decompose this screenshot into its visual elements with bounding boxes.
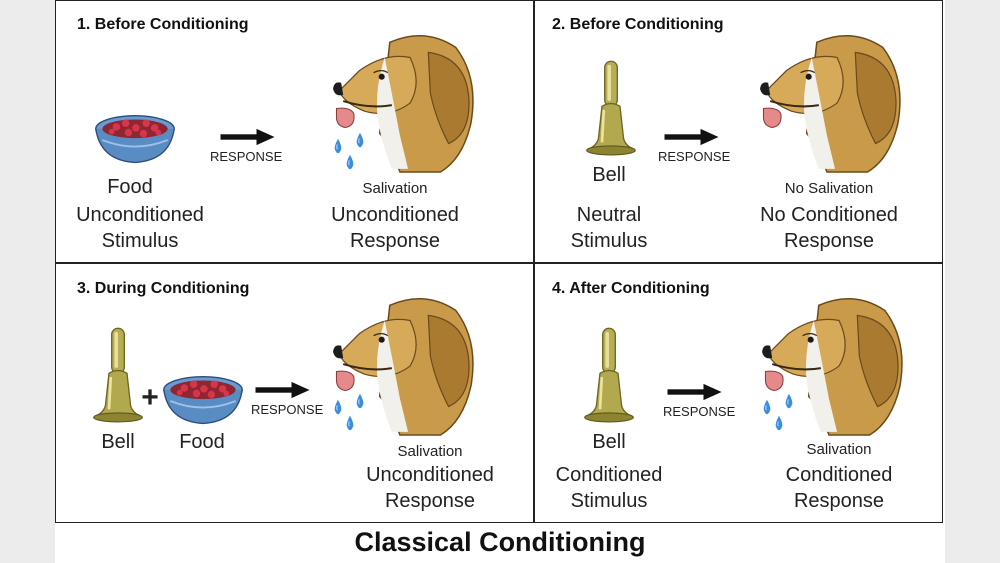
dog-head-icon (752, 22, 912, 174)
saliva-drops-icon (334, 393, 364, 431)
response-type-line2: Response (349, 230, 441, 252)
stimulus-item-bell: Bell (101, 431, 135, 453)
response-type-line1: Conditioned (785, 464, 893, 486)
panel-title: 1. Before Conditioning (77, 16, 249, 33)
stimulus-item: Bell (592, 431, 626, 453)
panel-before-conditioning-bell: 2. Before Conditioning RESPONSE Bell Neu… (534, 0, 943, 262)
bell-icon (582, 323, 636, 429)
response-item: Salivation (806, 441, 872, 458)
diagram-title: Classical Conditioning (354, 527, 646, 557)
diagram-frame (55, 0, 943, 523)
response-item: Salivation (397, 443, 463, 460)
food-bowl-icon (161, 373, 245, 429)
tongue-icon (760, 105, 786, 131)
stimulus-type-line1: Conditioned (555, 464, 663, 486)
stimulus-type-line1: Neutral (576, 204, 642, 226)
stimulus-item-food: Food (179, 431, 225, 453)
response-type-line2: Response (384, 490, 476, 512)
arrow-label: RESPONSE (658, 149, 731, 164)
slide: 1. Before Conditioning RESPONSE Food Unc… (55, 0, 945, 563)
plus-icon: + (141, 381, 159, 414)
response-type-line2: Response (793, 490, 885, 512)
bell-icon (584, 56, 638, 162)
arrow-icon (664, 128, 719, 146)
panel-title: 4. After Conditioning (552, 280, 710, 297)
response-item: No Salivation (784, 180, 874, 197)
arrow-icon (255, 381, 310, 399)
panel-during-conditioning: 3. During Conditioning + RESPONSE Bell F… (55, 263, 533, 523)
arrow-icon (220, 128, 275, 146)
vertical-divider (533, 0, 535, 523)
panel-before-conditioning-food: 1. Before Conditioning RESPONSE Food Unc… (55, 0, 533, 262)
response-type-line2: Response (783, 230, 875, 252)
saliva-drops-icon (334, 132, 364, 170)
response-type-line1: Unconditioned (366, 464, 494, 486)
arrow-label: RESPONSE (210, 149, 283, 164)
food-bowl-icon (93, 112, 177, 168)
panel-after-conditioning: 4. After Conditioning RESPONSE Bell Cond… (534, 263, 943, 523)
stimulus-type-line2: Stimulus (101, 230, 179, 252)
arrow-icon (667, 383, 722, 401)
response-item: Salivation (362, 180, 428, 197)
stimulus-type-line2: Stimulus (570, 490, 648, 512)
saliva-drops-icon (763, 393, 793, 431)
panel-title: 2. Before Conditioning (552, 16, 724, 33)
arrow-label: RESPONSE (251, 402, 324, 417)
arrow-label: RESPONSE (663, 404, 736, 419)
panel-title: 3. During Conditioning (77, 280, 250, 297)
stimulus-item: Bell (592, 164, 626, 186)
stimulus-item: Food (107, 176, 153, 198)
response-type-line1: Unconditioned (331, 204, 459, 226)
stimulus-type-line2: Stimulus (570, 230, 648, 252)
horizontal-divider (55, 262, 943, 264)
response-type-line1: No Conditioned (760, 204, 898, 226)
stimulus-type-line1: Unconditioned (76, 204, 204, 226)
